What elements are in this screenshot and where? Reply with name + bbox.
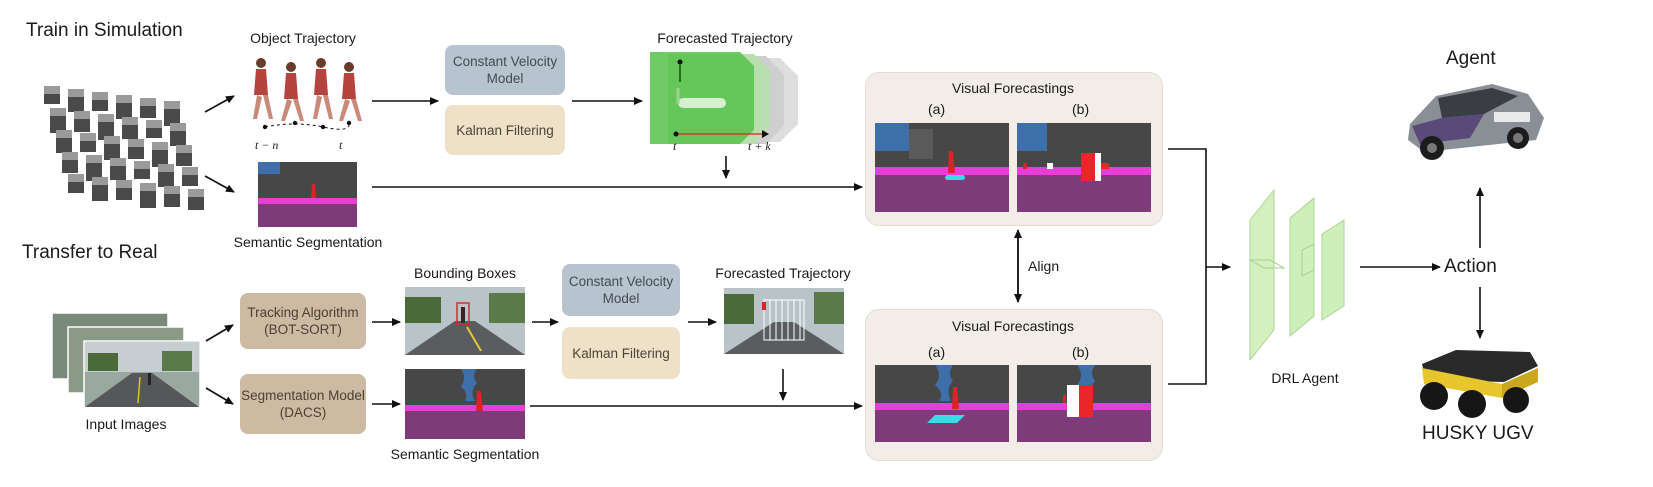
city-blocks-icon [44,86,204,210]
fc-end-label: t + k [748,139,771,153]
drl-network-icon [1248,188,1345,360]
action-label: Action [1444,256,1497,277]
sim-constant-velocity-box: Constant Velocity Model [445,45,565,95]
panel-sim-a: (a) [928,101,946,117]
traj-end-label: t [339,138,343,152]
traj-start-label: t − n [255,138,279,152]
camera-photo-icon [52,313,201,408]
bounding-boxes-image [405,287,525,355]
bounding-boxes-label: Bounding Boxes [414,265,516,281]
sim-forecast-label: Forecasted Trajectory [657,30,793,46]
section-title-sim: Train in Simulation [26,20,183,41]
walking-person-icon [253,58,362,130]
real-forecast-image-b [1017,365,1151,442]
tracking-algorithm-box: Tracking Algorithm (BOT-SORT) [240,293,366,349]
panel-real-a: (a) [928,344,946,360]
sim-segmentation-image [258,162,357,227]
fc-start-label: t [673,139,677,153]
segmentation-model-box: Segmentation Model (DACS) [240,374,366,434]
panel-sim-title: Visual Forecastings [952,80,1074,96]
section-title-real: Transfer to Real [22,242,158,263]
sim-kalman-box: Kalman Filtering [445,105,565,155]
panel-real-title: Visual Forecastings [952,318,1074,334]
real-segmentation-image [405,369,525,439]
object-trajectory-label: Object Trajectory [250,30,356,46]
sim-forecast-image-a [875,123,1009,212]
real-constant-velocity-box: Constant Velocity Model [562,264,680,316]
real-forecast-image-a [875,365,1009,442]
real-seg-label: Semantic Segmentation [390,446,540,462]
input-images-label: Input Images [85,416,167,432]
forecast-timeline [673,130,769,138]
sim-forecast-image-b [1017,123,1151,212]
husky-label: HUSKY UGV [1422,423,1534,444]
car-icon [1408,84,1544,160]
sim-seg-label: Semantic Segmentation [233,234,383,250]
panel-real-b: (b) [1072,344,1090,360]
real-forecast-label: Forecasted Trajectory [715,265,851,281]
drl-agent-label: DRL Agent [1271,370,1339,386]
real-forecast-image [724,288,844,354]
ugv-robot-icon [1420,350,1538,418]
align-label: Align [1028,258,1060,274]
sim-forecast-stack [650,52,798,144]
real-kalman-box: Kalman Filtering [562,327,680,379]
panel-sim-b: (b) [1072,101,1090,117]
agent-label: Agent [1446,48,1496,69]
